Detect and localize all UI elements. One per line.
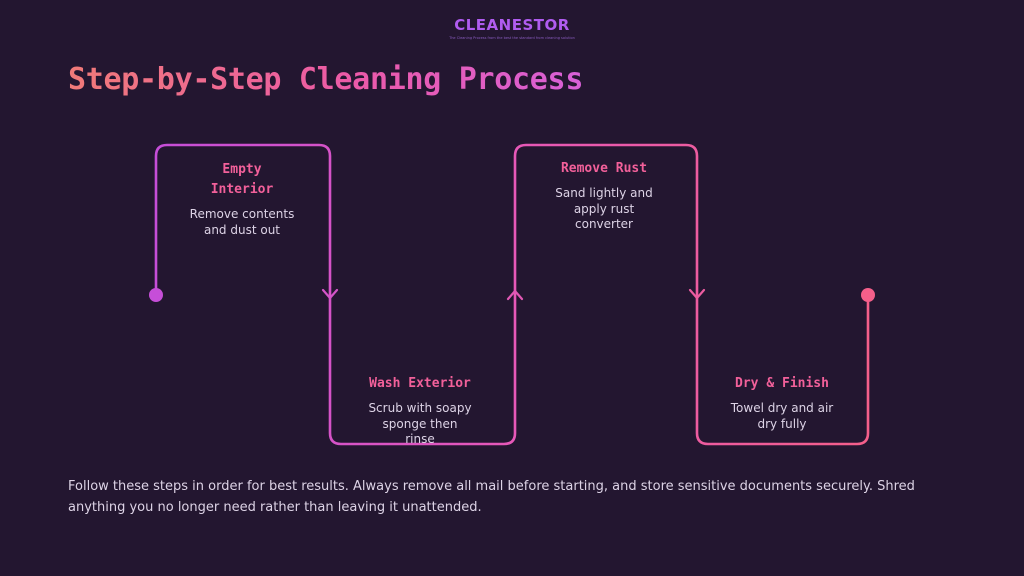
step-title: Empty Interior	[210, 162, 274, 197]
step-3: Remove Rust Sand lightly and apply rust …	[524, 159, 684, 233]
page-title: Step-by-Step Cleaning Process	[68, 62, 584, 97]
step-1: Empty Interior Remove contents and dust …	[162, 160, 322, 238]
brand-tagline: The Cleaning Process from the best the s…	[449, 36, 575, 40]
brand-logo: CLEANESTOR The Cleaning Process from the…	[0, 16, 1024, 40]
step-description: Scrub with soapy sponge then rinse	[368, 401, 472, 446]
step-title: Dry & Finish	[735, 376, 829, 391]
step-title: Remove Rust	[560, 161, 648, 176]
flow-end-dot	[861, 288, 875, 302]
step-description: Towel dry and air dry fully	[730, 401, 834, 431]
chevron-down-icon	[688, 288, 706, 300]
chevron-down-icon	[321, 288, 339, 300]
step-title: Wash Exterior	[369, 376, 471, 391]
step-2: Wash Exterior Scrub with soapy sponge th…	[340, 374, 500, 448]
step-4: Dry & Finish Towel dry and air dry fully	[702, 374, 862, 432]
chevron-up-icon	[506, 289, 524, 301]
step-description: Sand lightly and apply rust converter	[555, 186, 653, 231]
brand-name: CLEANESTOR	[454, 16, 570, 34]
step-description: Remove contents and dust out	[189, 207, 295, 237]
footer-note: Follow these steps in order for best res…	[68, 479, 915, 515]
flow-path	[154, 143, 870, 446]
flow-start-dot	[149, 288, 163, 302]
